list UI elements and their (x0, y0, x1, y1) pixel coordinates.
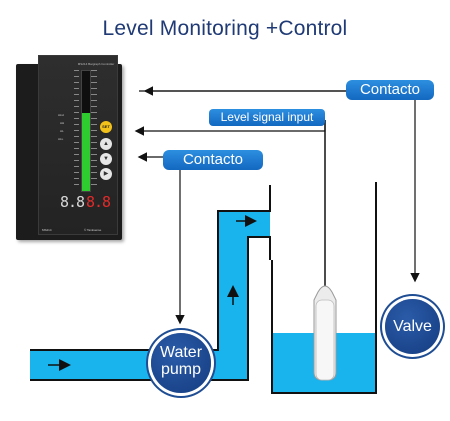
contact-label-mid: Contacto (163, 150, 263, 170)
indicator-label: ALH (58, 113, 64, 117)
pump-label-line1: Water (159, 344, 203, 361)
level-sensor-probe (313, 120, 337, 381)
indicator-label: AH (60, 121, 65, 125)
controller-model: MS214 (42, 228, 52, 232)
indicator-label: ALL (58, 137, 64, 141)
level-bar-fill (82, 113, 90, 191)
diagram-title: Level Monitoring +Control (102, 17, 348, 40)
up-button[interactable]: ▲ (100, 138, 112, 150)
right-button[interactable]: ▶ (100, 168, 112, 180)
controller-brand-label: MS214 Bargraph Controller (77, 62, 115, 66)
tank-wall (271, 182, 377, 394)
display-pv: 8.8 (60, 193, 85, 211)
contact-label-top: Contacto (346, 80, 434, 100)
indicator-label: AL (60, 129, 64, 133)
water-pump: Water pump (151, 333, 211, 393)
valve: Valve (385, 299, 440, 354)
bar-scale-left (74, 70, 79, 190)
bar-scale-right (91, 70, 97, 190)
pump-label-line2: pump (160, 361, 202, 378)
down-button[interactable]: ▼ (100, 153, 112, 165)
set-button[interactable]: SET (100, 121, 112, 133)
level-bar-gauge (81, 70, 91, 192)
level-signal-label: Level signal input (209, 109, 325, 126)
flow-arrows (48, 215, 257, 371)
controller-manufacturer: © Tanksense (84, 228, 102, 232)
signal-lines (134, 86, 420, 325)
water-pipe-inlet (248, 211, 270, 237)
display-sv: 8.8 (86, 193, 111, 211)
